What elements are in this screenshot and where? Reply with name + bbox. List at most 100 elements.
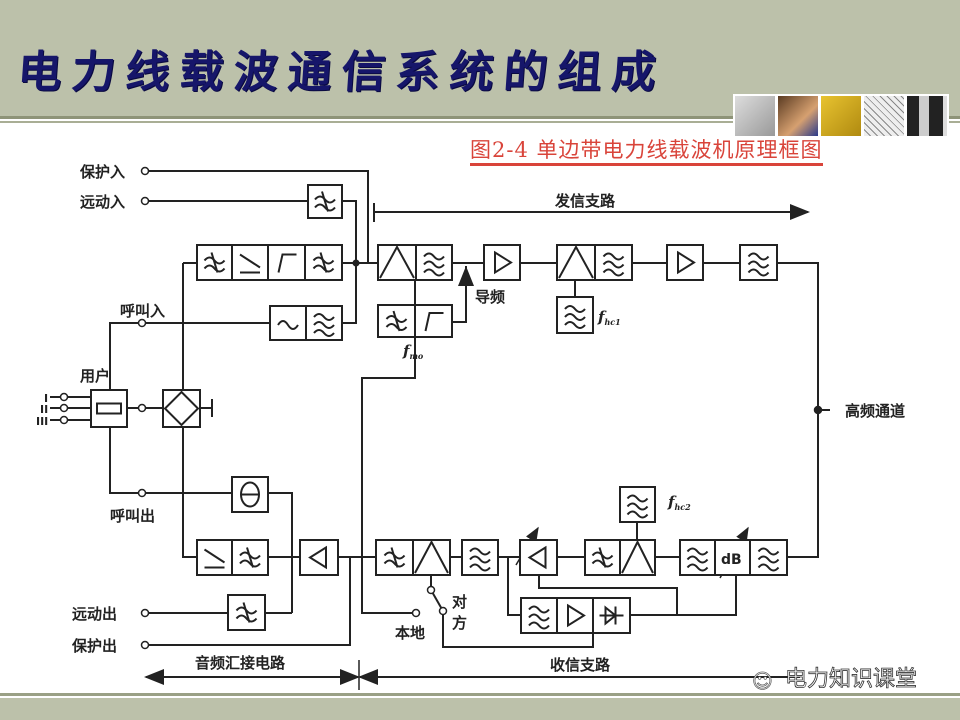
carrier-filter-hc2-frame (619, 486, 656, 523)
carrier-filter-hc1 (556, 296, 594, 334)
call-in-terminal (137, 318, 147, 328)
footer-band (0, 698, 960, 720)
receive-branch-label: 收信支路 (550, 656, 611, 674)
divider (0, 121, 960, 123)
tx-amplifier-1 (483, 244, 521, 281)
filter-wave-icon (423, 260, 445, 269)
tx-power-amplifier-frame (666, 244, 704, 281)
local-loop-wire (361, 337, 416, 614)
filter-slash-icon (321, 191, 329, 212)
filter-wave-icon (423, 252, 445, 261)
amplifier-icon (494, 250, 513, 275)
modulator-icon (621, 539, 654, 574)
filter-wave-icon (423, 268, 445, 277)
user-line-1: I (44, 392, 48, 405)
rx-input-filter (679, 539, 716, 576)
limiter-icon (239, 253, 261, 274)
carrier-filter-mo (377, 304, 416, 338)
tx-output-filter-frame (739, 244, 778, 281)
user-label: 用户 (80, 367, 110, 385)
filter-wave-icon (602, 268, 625, 277)
remote-loop-wire (442, 614, 594, 648)
carrier-filter-hc1-frame (556, 296, 594, 334)
filter-wave-icon (469, 555, 491, 564)
agc-detector (592, 597, 631, 634)
f-hc2-label: fhc2 (667, 493, 691, 512)
user-switch (90, 389, 128, 428)
carrier-filter-hc2 (619, 486, 656, 523)
rx-hf-filter (749, 539, 788, 576)
telecontrol-out-terminal (140, 608, 150, 618)
business-people-image (907, 96, 947, 136)
protect-out-terminal (140, 640, 150, 650)
grid-image (864, 96, 904, 136)
hybrid-transformer (162, 389, 201, 428)
tx-filter-1-frame (415, 244, 453, 281)
voice-highpass-frame (267, 244, 306, 281)
remote-label-1: 对 (452, 593, 467, 611)
call-oscillator-frame (269, 305, 307, 341)
protect-in-label: 保护入 (79, 163, 125, 181)
call-in-label: 呼叫入 (120, 302, 165, 320)
hybrid-transformer-frame (162, 389, 201, 428)
voice-filter-1 (196, 244, 233, 281)
filter-wave-icon (757, 563, 780, 572)
local-label: 本地 (395, 624, 425, 642)
oscillator-icon (277, 320, 299, 330)
tx-power-amplifier (666, 244, 704, 281)
local-terminal (411, 608, 421, 618)
remote-label-2: 方 (452, 614, 467, 632)
wechat-icon: ☺ (752, 669, 773, 693)
agc-amplifier-frame (556, 597, 594, 634)
rx-filter-2-frame (461, 539, 499, 576)
filter-wave-icon (469, 563, 491, 572)
rx-audio-amplifier-frame (299, 539, 339, 576)
filter-wave-icon (385, 323, 408, 331)
agc-feedback-wire (538, 575, 678, 615)
call-out-wire (109, 427, 139, 494)
rx-limiter-frame (196, 539, 233, 576)
filter-slash-icon (390, 547, 399, 568)
pilot-highpass-frame (414, 304, 453, 338)
telecontrol-in-terminal (140, 196, 150, 206)
watermark-text: 电力知识课堂 (785, 667, 917, 692)
junction-dot (814, 406, 822, 414)
modulator-icon (414, 539, 449, 574)
telecontrol-out-filter (227, 594, 266, 631)
tx-filter-1 (415, 244, 453, 281)
footer-line (0, 693, 960, 696)
filter-wave-icon (312, 264, 335, 273)
amplifier-icon (677, 250, 696, 275)
voice-limiter (231, 244, 269, 281)
filter-slash-icon (319, 252, 328, 273)
clock-image (735, 96, 775, 136)
telecontrol-filter-wire (342, 200, 357, 263)
call-oscillator (269, 305, 307, 341)
hybrid-icon (163, 390, 200, 427)
filter-wave-icon (313, 321, 335, 329)
call-filter (305, 305, 343, 341)
amplifier-icon (308, 545, 327, 570)
filter-wave-icon (313, 329, 335, 337)
rx-demodulator-2 (619, 539, 656, 576)
rx-limiter (196, 539, 233, 576)
amplifier-icon (567, 603, 586, 628)
voice-limiter-frame (231, 244, 269, 281)
modulator-icon (558, 244, 594, 279)
filter-wave-icon (235, 614, 258, 623)
filter-wave-icon (203, 264, 226, 273)
voice-highpass (267, 244, 306, 281)
rx-audio-amplifier (299, 539, 339, 576)
agc-filter-frame (520, 597, 558, 634)
protect-in-wire (149, 170, 369, 263)
filter-wave-icon (528, 613, 550, 622)
diode-icon (599, 605, 624, 626)
limiter-icon (203, 548, 226, 569)
filter-wave-icon (626, 494, 649, 503)
tx-output-filter (739, 244, 778, 281)
filter-wave-icon (314, 203, 336, 212)
ring-wire (268, 492, 293, 613)
hybrid-rx-wire (182, 427, 197, 558)
rx-input-filter-frame (679, 539, 716, 576)
